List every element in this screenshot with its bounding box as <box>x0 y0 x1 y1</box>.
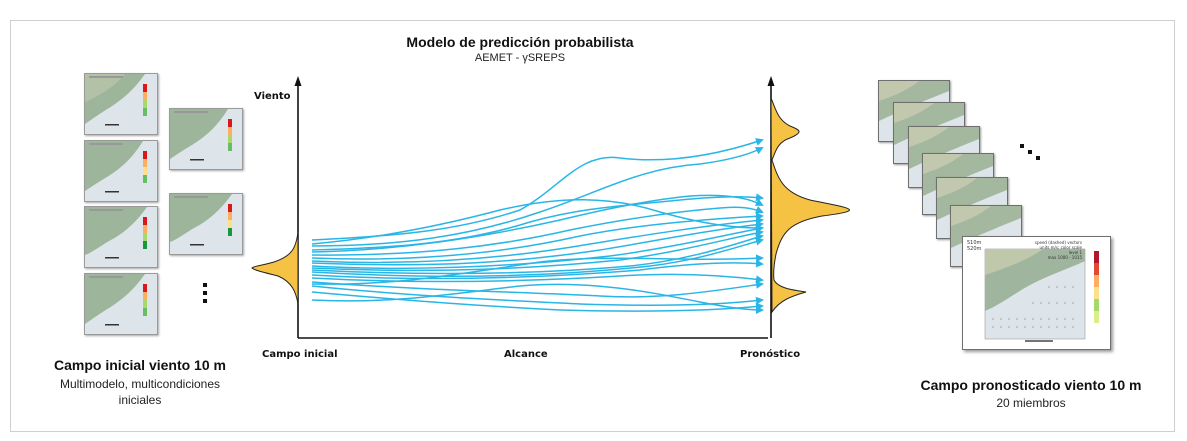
diagram-subtitle: AEMET - γSREPS <box>474 52 566 64</box>
right-panel-subtitle: 20 miembros <box>996 396 1066 410</box>
y-axis-label: Viento <box>254 91 291 102</box>
forecast-map-detail: 510m 520m speed (dashed) vectors units m… <box>962 236 1111 350</box>
forecast-map-legend-text: speed (dashed) vectors units m/s; color … <box>1034 240 1082 260</box>
initial-map-thumbnail <box>84 73 158 135</box>
x-axis-start-label: Campo inicial <box>262 349 338 360</box>
trajectory-line <box>311 194 764 253</box>
trajectory-line <box>311 212 764 260</box>
more-members-ellipsis-icon <box>1020 144 1040 160</box>
initial-map-thumbnail <box>169 193 243 255</box>
y-axis-arrow-icon <box>294 76 302 86</box>
trajectory-line <box>311 229 764 272</box>
diagram-title: Modelo de predicción probabilista <box>406 34 634 50</box>
x-axis-end-label: Pronóstico <box>740 349 801 360</box>
trajectory-line <box>311 220 764 266</box>
trajectory-group <box>311 138 764 314</box>
x-axis-middle-label: Alcance <box>504 349 548 360</box>
more-items-ellipsis-icon <box>203 283 209 307</box>
trajectory-line <box>311 233 764 275</box>
forecast-map-label: 510m 520m <box>967 240 982 252</box>
trajectory-line <box>311 280 764 298</box>
left-panel-subtitle: Multimodelo, multicondiciones iniciales <box>59 377 221 407</box>
initial-map-thumbnail <box>169 108 243 170</box>
forecast-axis-arrow-icon <box>767 76 775 86</box>
figure-frame <box>10 20 1175 432</box>
trajectory-line <box>311 138 764 241</box>
trajectory-line <box>311 237 764 278</box>
initial-distribution-curve <box>251 231 299 305</box>
trajectory-line <box>311 283 764 314</box>
trajectory-line <box>311 199 764 245</box>
trajectory-line <box>311 206 764 256</box>
trajectory-line <box>311 254 764 285</box>
forecast-distribution-curve <box>770 97 850 314</box>
trajectory-line <box>311 259 764 280</box>
trajectory-line <box>311 285 764 306</box>
initial-map-thumbnail <box>84 140 158 202</box>
initial-map-thumbnail <box>84 273 158 335</box>
right-panel-title: Campo pronosticado viento 10 m <box>920 377 1142 393</box>
initial-map-thumbnail <box>84 206 158 268</box>
trajectory-line <box>311 216 764 264</box>
left-panel-title: Campo inicial viento 10 m <box>54 357 226 373</box>
trajectory-line <box>311 147 764 247</box>
trajectory-line <box>311 291 764 312</box>
